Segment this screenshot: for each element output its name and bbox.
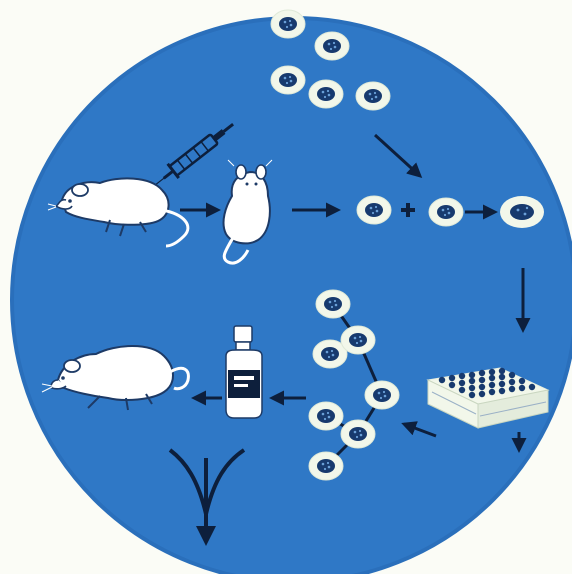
cell-icon	[271, 10, 305, 38]
cell-icon	[341, 326, 375, 354]
cell-icon	[309, 452, 343, 480]
cell-icon	[429, 198, 463, 226]
background-disc	[12, 18, 572, 574]
cell-icon	[271, 66, 305, 94]
cell-icon	[309, 80, 343, 108]
cell-icon	[356, 82, 390, 110]
cell-icon	[316, 290, 350, 318]
cell-icon	[365, 381, 399, 409]
cell-icon	[315, 32, 349, 60]
cell-icon	[309, 402, 343, 430]
cell-icon	[357, 196, 391, 224]
cell-icon	[341, 420, 375, 448]
hybridoma-cell-icon	[500, 196, 544, 228]
